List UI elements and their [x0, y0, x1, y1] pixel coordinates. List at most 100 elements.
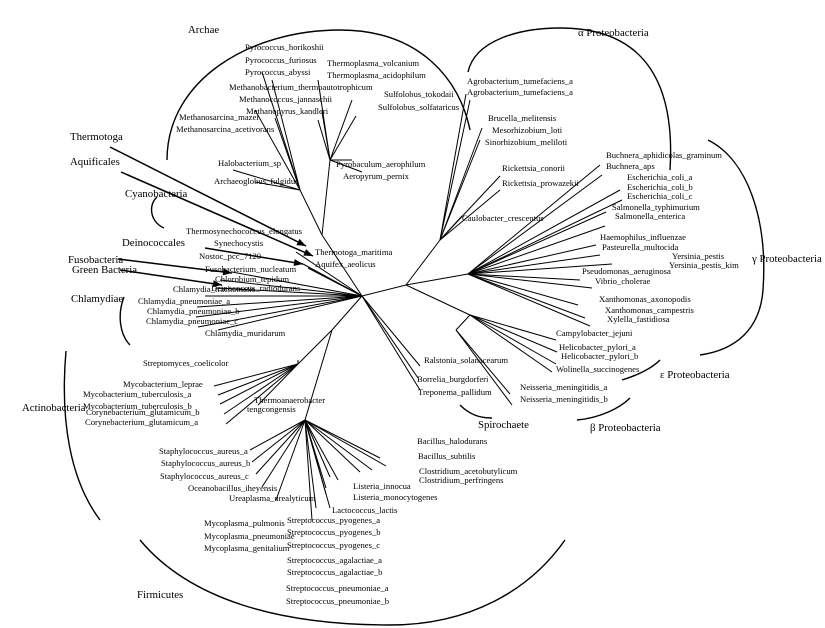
leaf-label: Thermoanaerobacter	[254, 395, 325, 405]
branch	[405, 273, 469, 286]
tree-branches	[195, 71, 623, 521]
branch	[469, 314, 553, 373]
leaf-label: Streptococcus_pneumoniae_a	[286, 583, 389, 593]
leaf-label: Helicobacter_pylori_b	[561, 351, 638, 361]
branch	[405, 284, 471, 316]
leaf-label: Sulfolobus_tokodaii	[384, 89, 454, 99]
group-label: Green Bacteria	[72, 264, 137, 276]
leaf-label: Archaeoglobus_fulgidus	[214, 176, 299, 186]
leaf-label: Staphylococcus_aureus_b	[161, 458, 250, 468]
arrow-head	[222, 268, 232, 276]
leaf-label: Borrelia_burgdorferi	[417, 374, 489, 384]
leaf-label: Mycoplasma_genitalium	[204, 543, 290, 553]
branch	[467, 273, 593, 289]
leaf-label: Methanococcus_jannaschii	[239, 94, 333, 104]
branch	[329, 115, 357, 161]
branch	[304, 419, 317, 509]
branch	[232, 169, 301, 191]
leaf-label: Pyrobaculum_aerophilum	[336, 159, 426, 169]
leaf-label: Chlorobium_tepidum	[215, 274, 289, 284]
leaf-label: Mycobacterium_tuberculosis_b	[83, 401, 192, 411]
leaf-label: Chlamydia_muridarum	[205, 328, 286, 338]
leaf-label: Rickettsia_prowazekii	[502, 178, 579, 188]
branch	[275, 419, 306, 501]
leaf-label: Methanosarcina_mazei	[179, 112, 259, 122]
leaf-label: Treponema_pallidum	[418, 387, 492, 397]
leaf-label: Aeropyrum_pernix	[343, 171, 410, 181]
leaf-label: Caulobacter_crescentus	[462, 213, 544, 223]
leaf-label: Lactococcus_lactis	[332, 505, 398, 515]
branch	[469, 314, 557, 365]
branch	[361, 284, 407, 297]
clade-bracket	[139, 539, 566, 626]
branch	[467, 211, 607, 275]
branch	[469, 314, 557, 341]
leaf-label: Brucella_melitensis	[488, 113, 557, 123]
branch	[297, 329, 333, 365]
branch	[321, 159, 331, 236]
group-label: α Proteobacteria	[578, 27, 649, 39]
branch	[213, 363, 299, 387]
branch	[255, 419, 306, 475]
branch	[304, 419, 313, 521]
branch	[439, 93, 467, 241]
leaf-label: Wolinella_succinogenes	[556, 364, 640, 374]
leaf-label: Synechocystis	[214, 238, 264, 248]
branch	[467, 273, 586, 319]
branch	[219, 363, 299, 405]
leaf-label: Escherichia_coli_a	[627, 172, 693, 182]
leaf-label: Xylella_fastidiosa	[607, 314, 670, 324]
branch	[455, 314, 471, 331]
leaf-label: Methanosarcina_acetivorans	[176, 124, 275, 134]
leaf-label: Mycobacterium_leprae	[123, 379, 203, 389]
leaf-label: Listeria_innocua	[353, 481, 411, 491]
leaf-label: Bacillus_subtilis	[418, 451, 476, 461]
group-label: Archae	[188, 24, 219, 36]
leaf-label: Corynebacterium_glutamicum_a	[85, 417, 198, 427]
branch	[197, 295, 363, 328]
clade-bracket	[150, 196, 165, 229]
leaf-label: Xanthomonas_axonopodis	[599, 294, 691, 304]
leaf-label: Streptococcus_agalactiae_b	[287, 567, 382, 577]
clade-bracket	[63, 350, 101, 521]
group-label: Fusobacteria	[68, 254, 123, 266]
branch	[257, 363, 299, 406]
branch	[467, 244, 597, 275]
leaf-label: Pseudomonas_aeruginosa	[582, 266, 671, 276]
leaf-label: Streptococcus_pneumoniae_b	[286, 596, 389, 606]
branch	[467, 254, 601, 275]
leaf-label: Pyrococcus_abyssi	[245, 67, 311, 77]
leaf-label: Listeria_monocytogenes	[353, 492, 438, 502]
group-arrows	[109, 146, 314, 288]
leaf-label: Campylobacter_jejuni	[556, 328, 633, 338]
leaf-label: Clostridium_perfringens	[419, 475, 504, 485]
clade-bracket	[576, 397, 631, 421]
leaf-label: Haemophilus_influenzae	[600, 232, 686, 242]
leaf-label: Vibrio_cholerae	[595, 276, 651, 286]
branch	[439, 189, 501, 241]
leaf-label: Ralstonia_solanacearum	[424, 355, 508, 365]
group-label: Spirochaete	[478, 419, 529, 431]
branch	[304, 419, 331, 509]
leaf-label: Pyrococcus_horikoshii	[245, 42, 324, 52]
branch	[304, 419, 381, 459]
branch	[467, 273, 591, 327]
branch	[223, 363, 299, 415]
clade-bracket	[467, 27, 672, 171]
branch	[439, 139, 481, 241]
leaf-label: tengcongensis	[247, 404, 296, 414]
branch	[304, 419, 373, 471]
leaf-label: Mycoplasma_pulmonis	[204, 518, 285, 528]
branch	[231, 271, 363, 297]
leaf-label: Thermoplasma_volcanium	[327, 58, 419, 68]
branch	[467, 164, 601, 275]
clade-arcs	[63, 27, 765, 626]
group-label: Cyanobacteria	[125, 188, 188, 200]
arrow-head	[303, 249, 313, 256]
leaf-label: Chlamydia_pneumoniae_b	[147, 306, 240, 316]
arrow-head	[212, 280, 222, 288]
leaf-label: Halobacterium_sp	[218, 158, 281, 168]
arrow-head	[293, 259, 303, 267]
branch	[195, 295, 363, 318]
branch	[274, 117, 301, 191]
